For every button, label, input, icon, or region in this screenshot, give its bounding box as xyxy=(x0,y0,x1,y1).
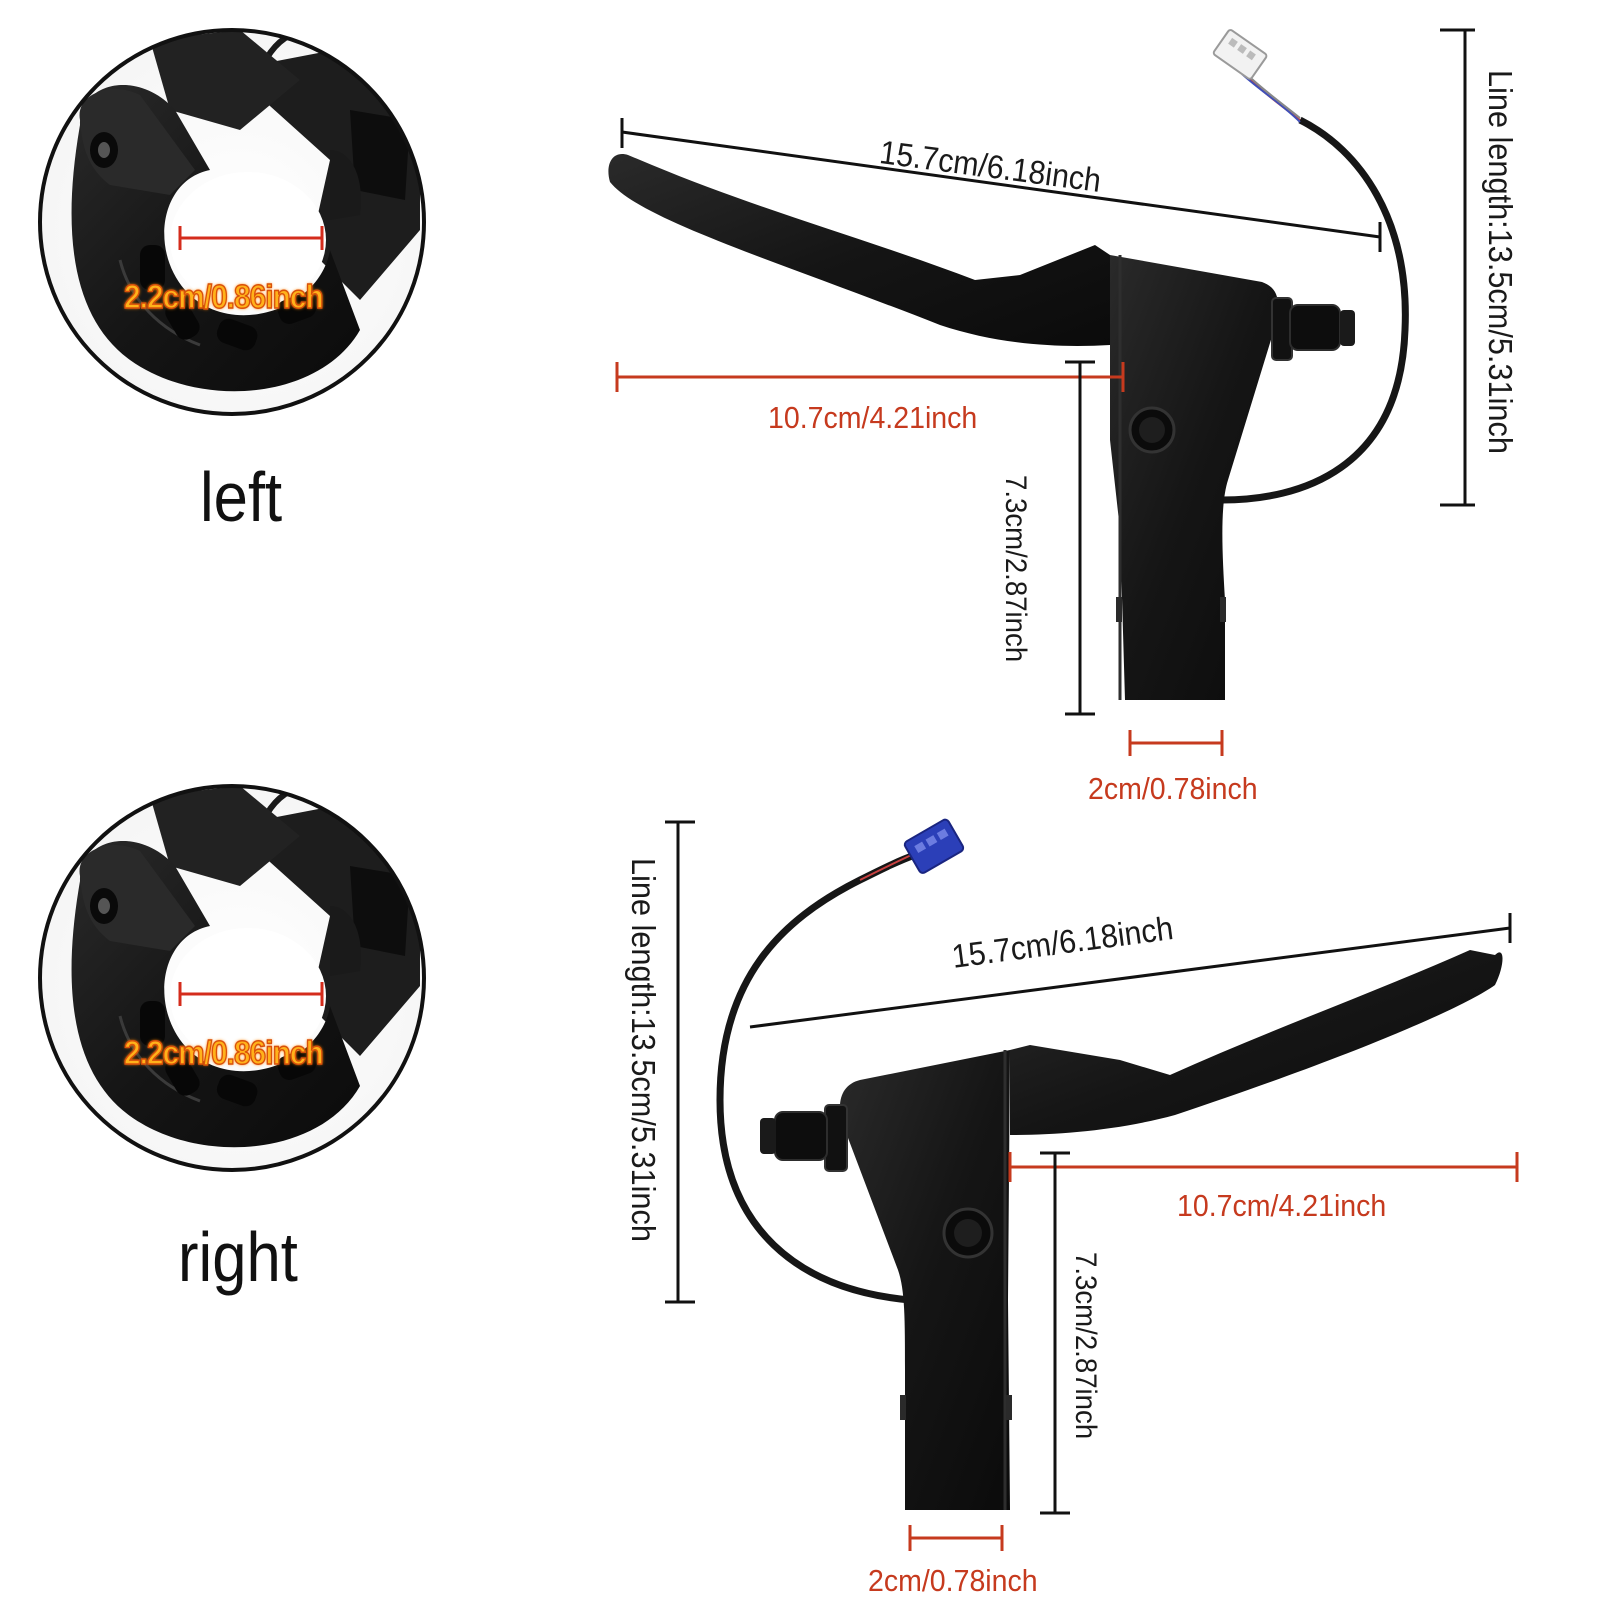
left-body-width-label: 2cm/0.78inch xyxy=(1088,771,1258,806)
right-side-label: right xyxy=(178,1218,298,1296)
right-clamp-photo xyxy=(38,784,426,1172)
left-dimension-lines xyxy=(615,28,1475,756)
right-dimension-lines xyxy=(665,820,1519,1551)
left-brake-lever xyxy=(608,29,1409,700)
left-line-length-label: Line length:13.5cm/5.31inch xyxy=(1482,70,1519,454)
left-side-label: left xyxy=(200,458,283,536)
right-body-height-label: 7.3cm/2.87inch xyxy=(1069,1252,1102,1440)
right-blade-length-label: 10.7cm/4.21inch xyxy=(1177,1188,1387,1223)
right-connector xyxy=(903,818,965,874)
left-body-height-label: 7.3cm/2.87inch xyxy=(999,475,1032,663)
left-blade-length-label: 10.7cm/4.21inch xyxy=(768,400,978,435)
left-clamp-photo xyxy=(38,28,426,416)
left-connector xyxy=(1212,29,1268,80)
left-clamp-diameter-label: 2.2cm/0.86inch xyxy=(123,277,324,315)
right-brake-lever xyxy=(716,818,1503,1510)
right-body-width-label: 2cm/0.78inch xyxy=(868,1563,1038,1598)
right-line-length-label: Line length:13.5cm/5.31inch xyxy=(625,858,662,1242)
right-clamp-diameter-label: 2.2cm/0.86inch xyxy=(123,1033,324,1071)
